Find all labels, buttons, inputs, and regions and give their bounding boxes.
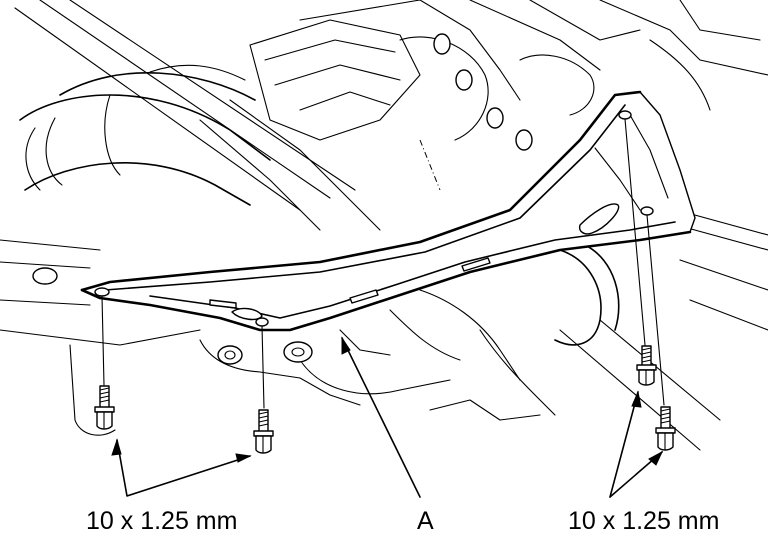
arrowhead: [111, 438, 122, 456]
background-structure: [0, 0, 768, 451]
right-bolt-spec-label: 10 x 1.25 mm: [568, 507, 720, 535]
arrowhead: [341, 336, 351, 355]
bolt-axis-lines: [101, 118, 665, 409]
part-a-crossmember: [80, 90, 696, 332]
arrowhead: [631, 390, 642, 408]
leader-arrows: [111, 336, 664, 498]
bolt-left-2: [253, 409, 274, 454]
bolt-right-1: [636, 345, 657, 386]
bolt-right-2: [655, 406, 676, 451]
bolt-left-1: [94, 385, 115, 430]
bolts: [94, 345, 676, 454]
arrowhead: [648, 450, 664, 466]
arrowhead: [235, 453, 252, 463]
left-bolt-spec-label: 10 x 1.25 mm: [86, 507, 238, 535]
part-a-label: A: [417, 507, 434, 535]
